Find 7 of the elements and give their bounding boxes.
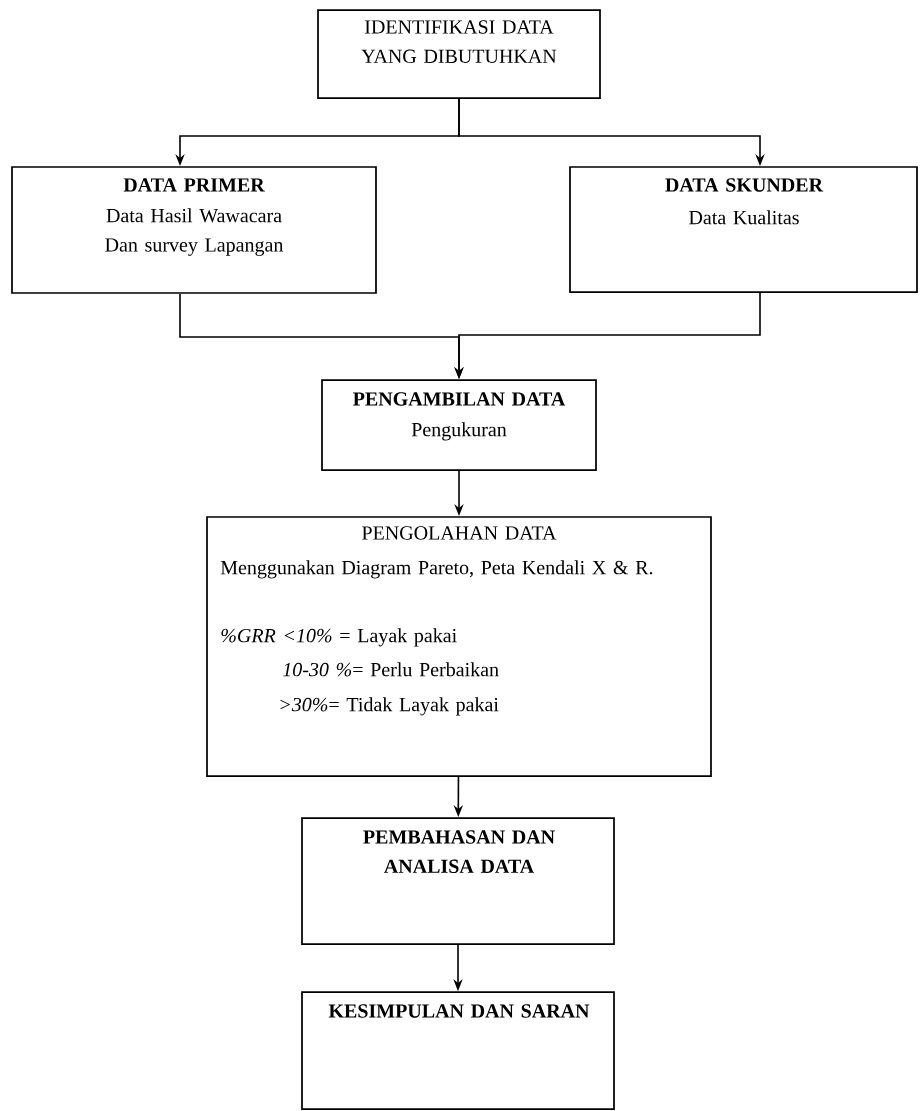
process-box: DATA PRIMER Data Hasil Wawacara Dan survey Lapangan <box>11 166 377 294</box>
process-box: PEMBAHASAN DAN ANALISA DATA <box>301 817 615 945</box>
process-box: DATA SKUNDER Data Kualitas <box>569 166 918 293</box>
process-box: PENGOLAHAN DATA Menggunakan Diagram Pareto, Peta Kendali X & R. %GRR <10% = Layak pakai 10-30 %= Perlu Perbaikan >30%= Tidak Layak pakai <box>206 516 712 777</box>
process-box: KESIMPULAN DAN SARAN <box>301 991 615 1110</box>
process-box: IDENTIFIKASI DATA YANG DIBUTUHKAN <box>317 9 601 99</box>
process-box: PENGAMBILAN DATA Pengukuran <box>321 379 597 471</box>
